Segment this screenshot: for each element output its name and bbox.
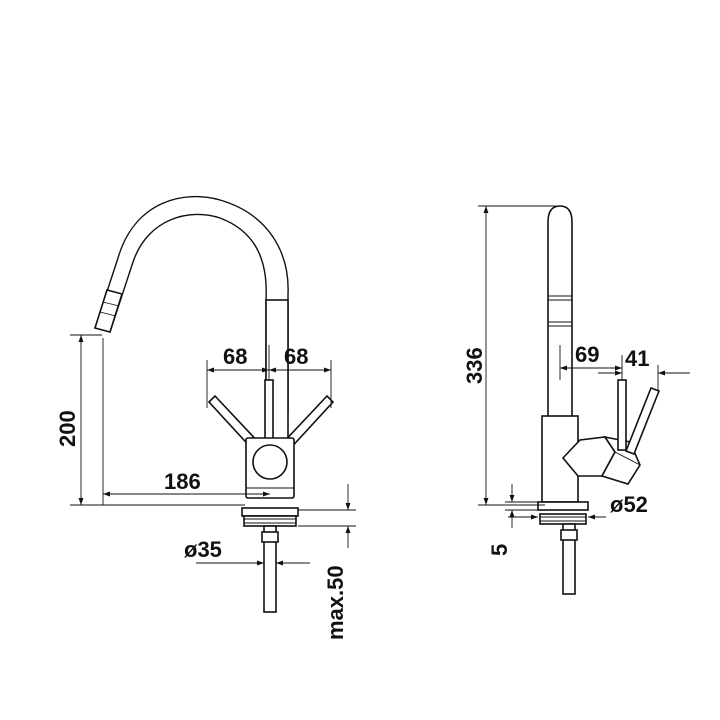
- side-lever-vertical: [617, 379, 627, 451]
- front-dim-handle-right: 68: [284, 344, 308, 369]
- front-spout-head: [93, 289, 124, 333]
- front-spout-outer: [94, 195, 289, 412]
- side-dim-spout-offset: 69: [575, 342, 599, 367]
- front-body-disc: [252, 444, 288, 480]
- front-spout-inner: [109, 213, 267, 412]
- side-dim-base-diameter: ø52: [610, 492, 648, 517]
- side-dim-base-thickness: 5: [487, 544, 512, 556]
- front-dim-shank-diameter: ø35: [184, 537, 222, 562]
- side-lever-angled: [624, 386, 661, 456]
- front-dim-reach: 186: [164, 469, 201, 494]
- side-dim-total-height: 336: [462, 347, 487, 384]
- front-base-ring: [243, 515, 297, 527]
- front-view: 68 68 200 186 ø35 max.50: [55, 195, 356, 640]
- front-shank: [263, 525, 277, 613]
- front-dim-max-thickness: max.50: [323, 565, 348, 640]
- side-dim-handle-offset: 41: [625, 346, 649, 371]
- front-dim-handle-left: 68: [223, 344, 247, 369]
- side-base-ring: [539, 513, 587, 525]
- side-shank: [562, 523, 576, 595]
- side-view: 336 69 41 ø52 5: [462, 205, 690, 595]
- front-dim-spout-height: 200: [55, 410, 80, 447]
- side-base-plate: [537, 501, 589, 511]
- front-base-plate: [241, 507, 299, 517]
- front-lever-stem: [264, 379, 274, 441]
